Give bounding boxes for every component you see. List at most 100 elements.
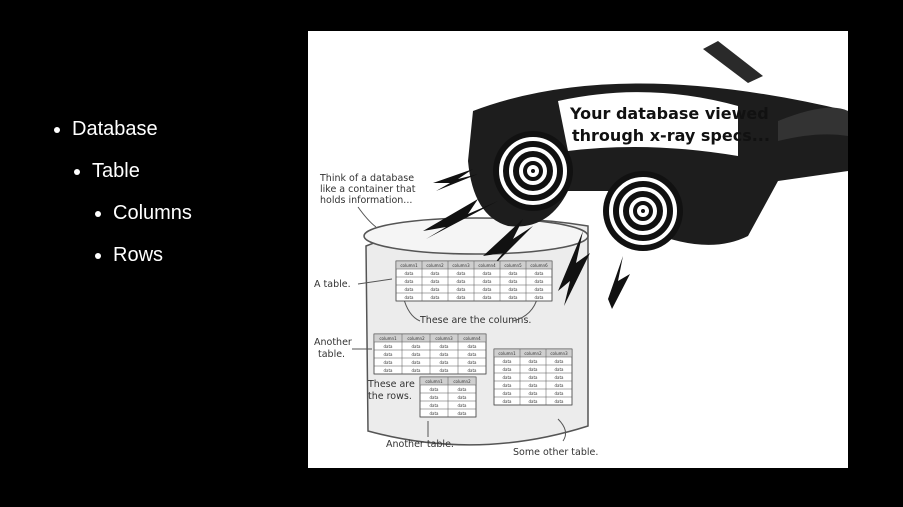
- bullet-label: Table: [92, 160, 140, 182]
- label-a-table: A table.: [314, 279, 351, 290]
- table-cell: data: [554, 399, 564, 404]
- table-cell: data: [404, 287, 414, 292]
- table-cell: data: [439, 344, 449, 349]
- table-column-header: column2: [524, 351, 542, 356]
- table-column-header: column2: [453, 379, 471, 384]
- table-cell: data: [456, 287, 466, 292]
- label-columns: These are the columns.: [419, 315, 531, 326]
- table-cell: data: [439, 352, 449, 357]
- table-cell: data: [457, 403, 467, 408]
- label-rows-line1: These are: [367, 379, 415, 390]
- bullet-dot-icon: [74, 168, 80, 175]
- table-column-header: column2: [407, 336, 425, 341]
- database-illustration: Your database viewed through x-ray specs…: [308, 31, 848, 468]
- bullet-database: Database: [54, 118, 158, 141]
- table-column-header: column1: [425, 379, 443, 384]
- table-cell: data: [411, 344, 421, 349]
- table-cell: data: [457, 395, 467, 400]
- container-note-line2: like a container that: [320, 184, 416, 195]
- table-cell: data: [467, 344, 477, 349]
- table-cell: data: [429, 403, 439, 408]
- spiral-lens-left-icon: [499, 137, 567, 205]
- table-cell: data: [502, 391, 512, 396]
- table-cell: data: [467, 352, 477, 357]
- table-cell: data: [439, 368, 449, 373]
- table-cell: data: [482, 279, 492, 284]
- table-column-header: column1: [400, 263, 418, 268]
- table-header-bg: [494, 349, 572, 357]
- table-cell: data: [467, 368, 477, 373]
- table-cell: data: [482, 287, 492, 292]
- table-cell: data: [457, 411, 467, 416]
- table-cell: data: [554, 359, 564, 364]
- table-cell: data: [554, 383, 564, 388]
- bullet-columns: Columns: [95, 202, 192, 225]
- illustration-canvas: Your database viewed through x-ray specs…: [314, 41, 848, 458]
- table-cell: data: [502, 399, 512, 404]
- table-cell: data: [502, 375, 512, 380]
- bullet-label: Columns: [113, 202, 192, 224]
- table-column-header: column2: [426, 263, 444, 268]
- table-cell: data: [456, 271, 466, 276]
- table-cell: data: [502, 359, 512, 364]
- label-another-table-line1: Another: [314, 337, 352, 348]
- table-cell: data: [528, 383, 538, 388]
- lightning-bolts-icon: [423, 169, 630, 309]
- table-cell: data: [508, 295, 518, 300]
- table-cell: data: [404, 279, 414, 284]
- table-cell: data: [534, 295, 544, 300]
- table-cell: data: [502, 367, 512, 372]
- table-cell: data: [429, 395, 439, 400]
- table-cell: data: [508, 271, 518, 276]
- bullet-table: Table: [74, 160, 140, 183]
- table-cell: data: [439, 360, 449, 365]
- table-column-header: column4: [463, 336, 481, 341]
- table-three: column1 column2 data data data data data data da…: [419, 376, 477, 418]
- table-cell: data: [411, 352, 421, 357]
- label-arrow-icon: [557, 418, 567, 442]
- table-cell: data: [528, 367, 538, 372]
- table-cell: data: [404, 271, 414, 276]
- bullet-dot-icon: [95, 210, 101, 217]
- glasses-caption-line2: through x-ray specs...: [572, 126, 770, 145]
- table-cell: data: [430, 271, 440, 276]
- spiral-lens-right-icon: [609, 177, 677, 245]
- table-cell: data: [534, 287, 544, 292]
- table-cell: data: [508, 279, 518, 284]
- table-cell: data: [502, 383, 512, 388]
- table-cell: data: [404, 295, 414, 300]
- table-cell: data: [411, 360, 421, 365]
- table-two: column1 column2 column3 column4 data data data…: [373, 333, 487, 375]
- table-cell: data: [508, 287, 518, 292]
- table-cell: data: [383, 368, 393, 373]
- table-cell: data: [457, 387, 467, 392]
- table-column-header: column3: [550, 351, 568, 356]
- table-cell: data: [528, 375, 538, 380]
- table-cell: data: [534, 279, 544, 284]
- table-column-header: column6: [530, 263, 548, 268]
- table-cell: data: [554, 367, 564, 372]
- table-cell: data: [467, 360, 477, 365]
- table-cell: data: [429, 411, 439, 416]
- label-rows-line2: the rows.: [368, 391, 412, 402]
- table-cell: data: [430, 279, 440, 284]
- table-cell: data: [456, 295, 466, 300]
- bullet-dot-icon: [54, 126, 60, 133]
- glasses-caption-line1: Your database viewed: [569, 104, 769, 123]
- bullet-rows: Rows: [95, 244, 163, 267]
- table-cell: data: [383, 360, 393, 365]
- table-column-header: column3: [435, 336, 453, 341]
- table-cell: data: [430, 287, 440, 292]
- table-cell: data: [430, 295, 440, 300]
- table-cell: data: [429, 387, 439, 392]
- note-arrow-icon: [357, 206, 377, 228]
- table-cell: data: [528, 399, 538, 404]
- label-another-table-line2: table.: [318, 349, 345, 360]
- table-column-header: column1: [379, 336, 397, 341]
- label-another-table-bottom: Another table.: [386, 439, 454, 450]
- table-cell: data: [528, 391, 538, 396]
- table-cell: data: [482, 271, 492, 276]
- x-ray-specs-glasses: [468, 41, 848, 251]
